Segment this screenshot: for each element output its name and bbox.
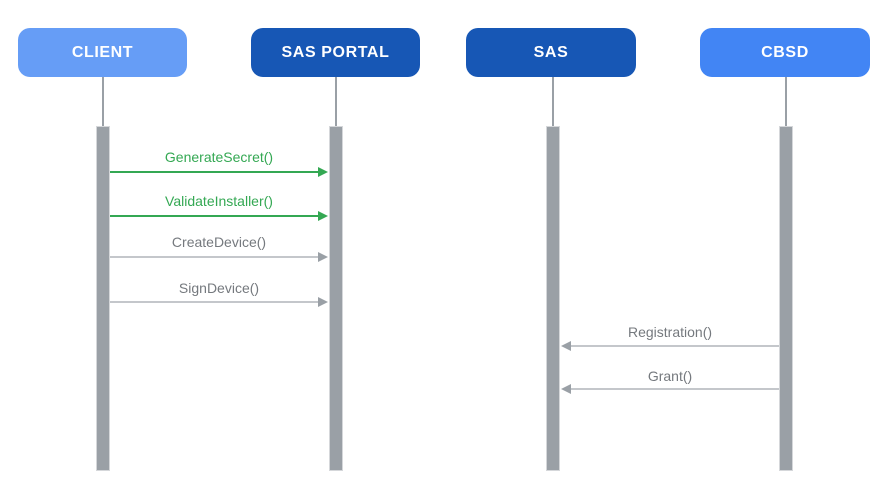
- lifeline-sas: [552, 77, 554, 126]
- activation-bar-cbsd: [779, 126, 793, 471]
- message-arrow-line-grant: [569, 388, 779, 390]
- message-label-grant: Grant(): [647, 368, 693, 384]
- message-arrow-line-registration: [569, 345, 779, 347]
- message-arrowhead-validateinstaller: [318, 211, 328, 221]
- message-arrow-line-validateinstaller: [110, 215, 320, 217]
- actor-box-client: CLIENT: [18, 28, 187, 77]
- lifeline-client: [102, 77, 104, 126]
- message-arrowhead-generatesecret: [318, 167, 328, 177]
- activation-bar-sas: [546, 126, 560, 471]
- actor-box-cbsd: CBSD: [700, 28, 870, 77]
- message-label-validateinstaller: ValidateInstaller(): [165, 193, 273, 209]
- message-arrow-line-createdevice: [110, 256, 320, 258]
- message-arrowhead-registration: [561, 341, 571, 351]
- actor-label-client: CLIENT: [71, 43, 134, 61]
- activation-bar-sas-portal: [329, 126, 343, 471]
- activation-bar-client: [96, 126, 110, 471]
- message-arrowhead-signdevice: [318, 297, 328, 307]
- message-label-generatesecret: GenerateSecret(): [164, 149, 274, 165]
- lifeline-cbsd: [785, 77, 787, 126]
- message-arrow-line-generatesecret: [110, 171, 320, 173]
- message-label-registration: Registration(): [627, 324, 713, 340]
- actor-box-sas: SAS: [466, 28, 636, 77]
- message-arrow-line-signdevice: [110, 301, 320, 303]
- message-arrowhead-createdevice: [318, 252, 328, 262]
- message-arrowhead-grant: [561, 384, 571, 394]
- actor-label-sas: SAS: [533, 43, 569, 61]
- message-label-signdevice: SignDevice(): [178, 280, 260, 296]
- lifeline-sas-portal: [335, 77, 337, 126]
- actor-box-sas-portal: SAS PORTAL: [251, 28, 420, 77]
- actor-label-cbsd: CBSD: [761, 43, 809, 61]
- actor-label-sas-portal: SAS PORTAL: [281, 43, 390, 61]
- message-label-createdevice: CreateDevice(): [171, 234, 267, 250]
